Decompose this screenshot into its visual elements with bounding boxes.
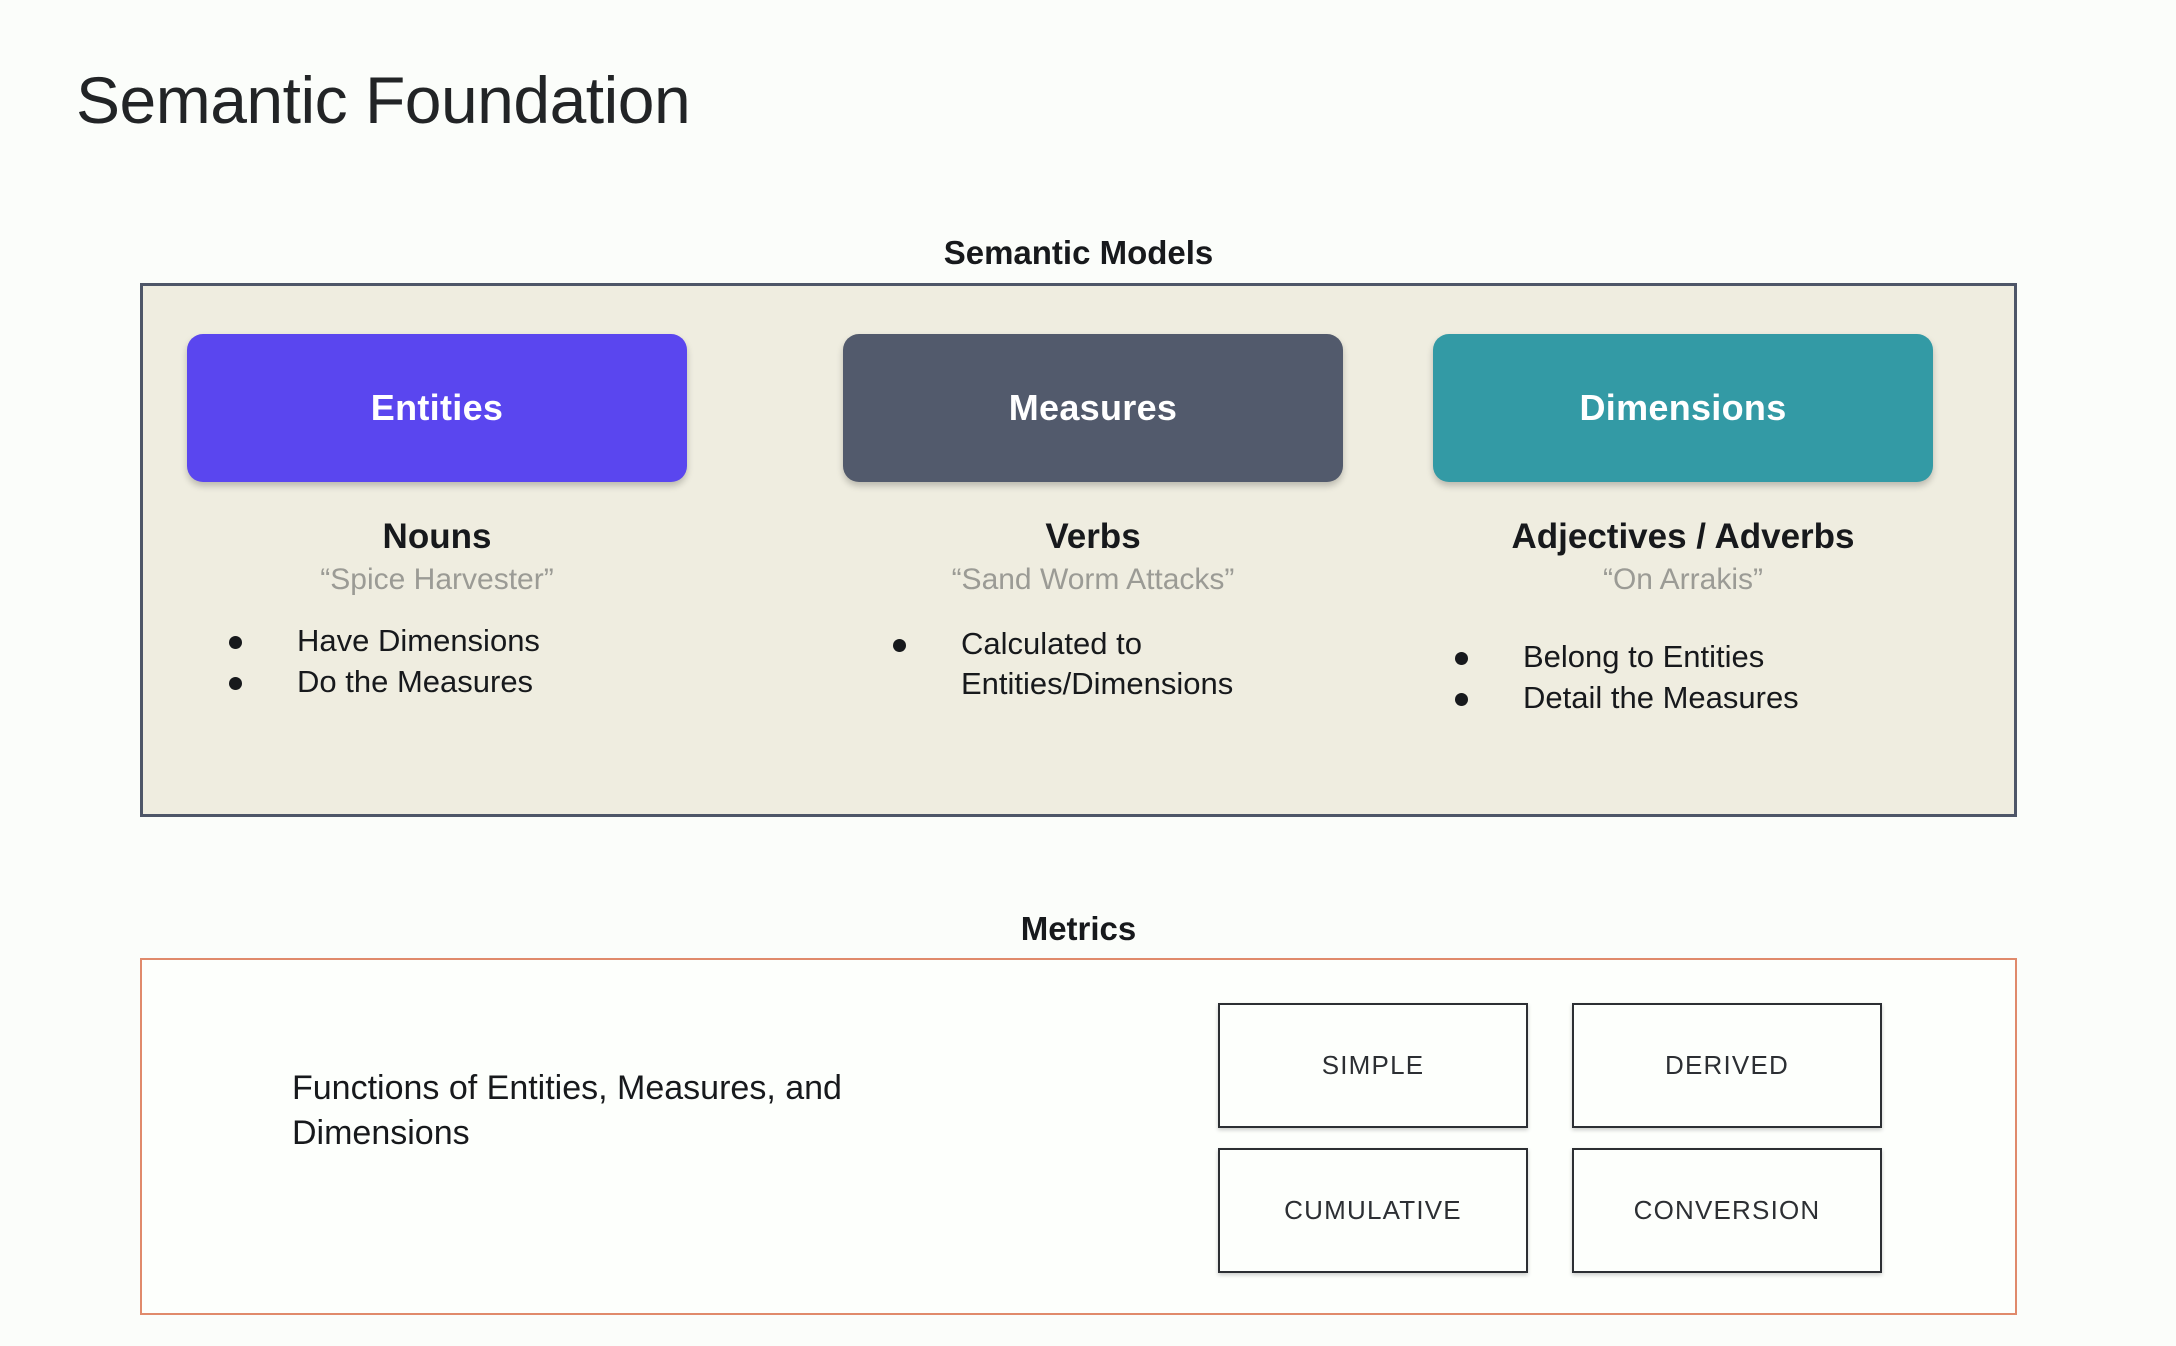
measures-example: “Sand Worm Attacks”	[951, 563, 1235, 596]
measures-bullet-list: Calculated to Entities/Dimensions	[843, 624, 1393, 704]
metric-type-label: SIMPLE	[1321, 1050, 1425, 1080]
list-item-label: Belong to Entities	[1523, 639, 1765, 674]
semantic-models-heading: Semantic Models	[943, 234, 1214, 271]
dimensions-example: “On Arrakis”	[1602, 563, 1764, 596]
dimensions-pill-label: Dimensions	[1579, 387, 1787, 428]
list-item: Belong to Entities	[1455, 637, 1955, 677]
measures-part-of-speech: Verbs	[1045, 517, 1141, 556]
entities-example: “Spice Harvester”	[320, 563, 554, 596]
metric-type-label: CUMULATIVE	[1284, 1195, 1462, 1225]
list-item-label: Do the Measures	[297, 663, 534, 699]
list-item: Detail the Measures	[1455, 678, 1955, 718]
metrics-panel: Functions of Entities, Measures, and Dim…	[140, 958, 2017, 1315]
semantic-models-panel: Entities Nouns “Spice Harvester” Have Di…	[140, 283, 2017, 817]
page-title: Semantic Foundation	[76, 63, 691, 137]
bullet-dot-icon	[1455, 652, 1468, 665]
list-item: Calculated to Entities/Dimensions	[893, 624, 1393, 703]
bullet-dot-icon	[229, 636, 242, 649]
metric-type-cumulative[interactable]: CUMULATIVE	[1218, 1148, 1528, 1273]
bullet-dot-icon	[893, 639, 906, 652]
metrics-description: Functions of Entities, Measures, and Dim…	[292, 1069, 842, 1152]
entities-pill-label: Entities	[370, 387, 504, 428]
list-item: Do the Measures	[229, 662, 729, 702]
dimensions-part-of-speech: Adjectives / Adverbs	[1511, 517, 1855, 556]
semantic-column-dimensions: Dimensions Adjectives / Adverbs “On Arra…	[1433, 286, 1933, 814]
dimensions-bullet-list: Belong to Entities Detail the Measures	[1433, 637, 1955, 718]
metric-type-derived[interactable]: DERIVED	[1572, 1003, 1882, 1128]
semantic-column-entities: Entities Nouns “Spice Harvester” Have Di…	[187, 286, 687, 814]
measures-pill[interactable]: Measures	[843, 334, 1343, 482]
bullet-dot-icon	[1455, 692, 1468, 706]
list-item-label: Have Dimensions	[297, 623, 540, 658]
entities-bullet-list: Have Dimensions Do the Measures	[187, 621, 729, 702]
metric-type-conversion[interactable]: CONVERSION	[1572, 1148, 1882, 1273]
list-item-label: Calculated to Entities/Dimensions	[961, 626, 1234, 701]
metric-type-label: CONVERSION	[1633, 1195, 1821, 1225]
metrics-heading: Metrics	[1020, 910, 1137, 947]
metric-type-label: DERIVED	[1665, 1050, 1789, 1080]
list-item: Have Dimensions	[229, 621, 729, 661]
entities-pill[interactable]: Entities	[187, 334, 687, 482]
semantic-column-measures: Measures Verbs “Sand Worm Attacks” Calcu…	[843, 286, 1343, 814]
measures-pill-label: Measures	[1008, 387, 1178, 428]
entities-part-of-speech: Nouns	[382, 517, 492, 556]
bullet-dot-icon	[229, 676, 242, 690]
metric-type-simple[interactable]: SIMPLE	[1218, 1003, 1528, 1128]
dimensions-pill[interactable]: Dimensions	[1433, 334, 1933, 482]
list-item-label: Detail the Measures	[1523, 679, 1799, 715]
